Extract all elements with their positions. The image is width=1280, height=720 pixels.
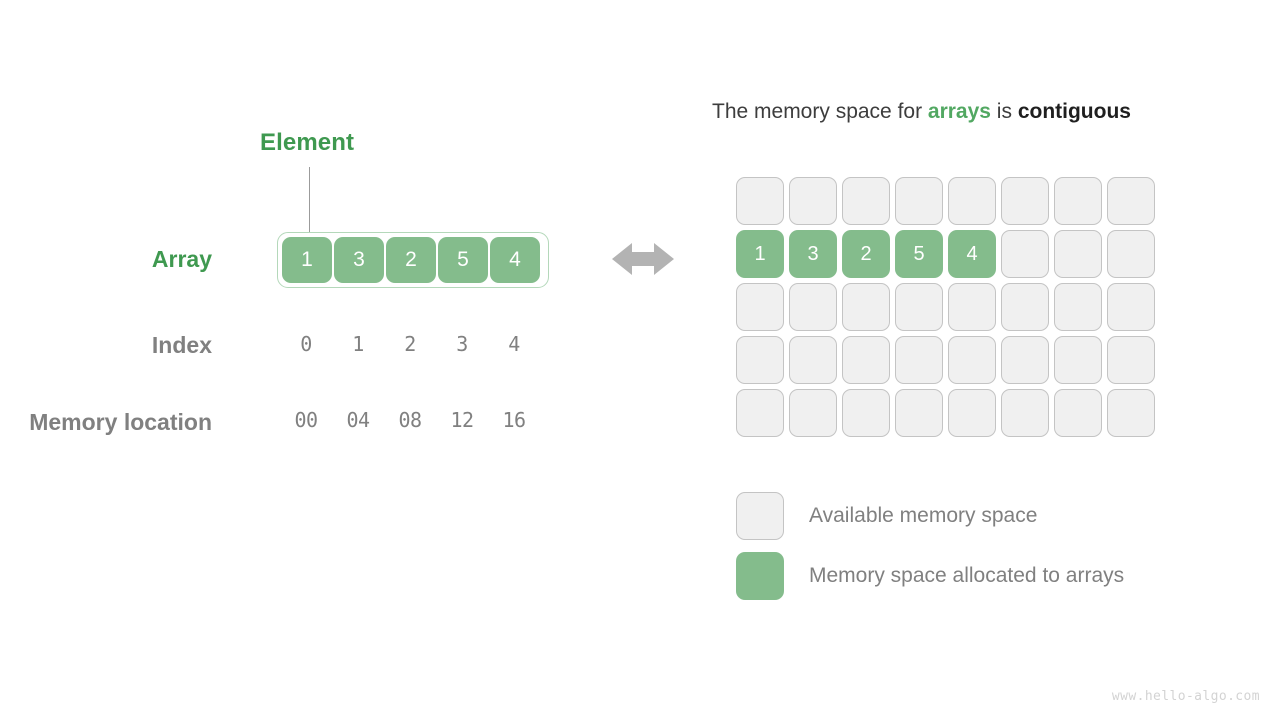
double-arrow-icon: [612, 243, 674, 275]
memory-location-value: 12: [450, 408, 474, 432]
memory-location-value: 00: [294, 408, 318, 432]
memory-cell-available: [948, 283, 996, 331]
index-value: 1: [352, 332, 364, 356]
memory-cell-available: [895, 283, 943, 331]
element-callout-label: Element: [260, 129, 355, 156]
memory-cell-available: [948, 177, 996, 225]
memory-cell-available: [789, 283, 837, 331]
legend-item-allocated: Memory space allocated to arrays: [736, 552, 1124, 600]
memory-title-part1: The memory space for: [712, 100, 928, 123]
memory-cell-available: [895, 177, 943, 225]
array-cell: 2: [386, 237, 436, 283]
memory-cell-available: [1001, 177, 1049, 225]
memory-location-row-label: Memory location: [29, 409, 212, 435]
array-cell: 3: [334, 237, 384, 283]
watermark: www.hello-algo.com: [1111, 689, 1260, 704]
legend-label-allocated: Memory space allocated to arrays: [809, 564, 1125, 587]
memory-cell-available: [895, 389, 943, 437]
index-row-label: Index: [151, 332, 212, 358]
memory-cell-available: [842, 389, 890, 437]
legend: Available memory space Memory space allo…: [736, 492, 1124, 612]
memory-cell-available: [1054, 336, 1102, 384]
array-cell: 5: [438, 237, 488, 283]
array-diagram-panel: Element Array Index Memory location 1 3 …: [0, 0, 600, 720]
memory-cell-available: [736, 283, 784, 331]
memory-cell-available: [1001, 230, 1049, 278]
memory-cell-available: [1001, 336, 1049, 384]
memory-cell-allocated: 3: [789, 230, 837, 278]
memory-title-contiguous-highlight: contiguous: [1017, 100, 1131, 123]
memory-location-value: 16: [502, 408, 526, 432]
index-values-row: 0 1 2 3 4: [277, 332, 549, 356]
memory-location-value: 04: [346, 408, 370, 432]
legend-swatch-available-icon: [736, 492, 784, 540]
memory-cell-allocated: 4: [948, 230, 996, 278]
memory-cell-available: [789, 389, 837, 437]
memory-cell-available: [1107, 389, 1155, 437]
memory-cell-allocated: 1: [736, 230, 784, 278]
memory-cell-available: [895, 336, 943, 384]
legend-swatch-allocated-icon: [736, 552, 784, 600]
index-value: 3: [456, 332, 468, 356]
memory-cell-available: [1001, 389, 1049, 437]
element-callout-connector-line: [309, 167, 310, 237]
array-cell: 1: [282, 237, 332, 283]
memory-cell-available: [842, 177, 890, 225]
memory-cell-available: [1054, 389, 1102, 437]
array-row-label: Array: [151, 246, 212, 272]
memory-cell-available: [1054, 283, 1102, 331]
memory-cell-available: [1107, 230, 1155, 278]
memory-cell-available: [842, 336, 890, 384]
memory-title-arrays-highlight: arrays: [927, 100, 991, 123]
memory-cell-available: [948, 336, 996, 384]
memory-cell-allocated: 2: [842, 230, 890, 278]
array-cell: 4: [490, 237, 540, 283]
legend-item-available: Available memory space: [736, 492, 1124, 540]
memory-cell-available: [1054, 177, 1102, 225]
array-container: 1 3 2 5 4: [277, 232, 549, 288]
memory-cell-available: [789, 336, 837, 384]
memory-layout-panel: The memory space for arrays is contiguou…: [700, 0, 1280, 720]
memory-cell-available: [1001, 283, 1049, 331]
memory-title-part2: is: [990, 100, 1018, 123]
memory-location-values-row: 00 04 08 12 16: [277, 408, 549, 432]
memory-cell-available: [948, 389, 996, 437]
legend-label-available: Available memory space: [809, 504, 1038, 527]
index-value: 2: [404, 332, 416, 356]
memory-cell-available: [789, 177, 837, 225]
index-value: 4: [508, 332, 520, 356]
memory-cell-available: [736, 389, 784, 437]
memory-location-value: 08: [398, 408, 422, 432]
memory-cell-available: [1054, 230, 1102, 278]
memory-location-row-label-wrap: Memory location: [0, 409, 212, 436]
array-row-label-wrap: Array: [0, 246, 212, 273]
memory-cell-allocated: 5: [895, 230, 943, 278]
memory-cell-available: [736, 336, 784, 384]
memory-cell-available: [736, 177, 784, 225]
index-row-label-wrap: Index: [0, 332, 212, 359]
memory-cell-available: [1107, 177, 1155, 225]
memory-cell-available: [842, 283, 890, 331]
index-value: 0: [300, 332, 312, 356]
memory-cell-available: [1107, 283, 1155, 331]
memory-cell-available: [1107, 336, 1155, 384]
memory-title: The memory space for arrays is contiguou…: [712, 100, 1131, 124]
